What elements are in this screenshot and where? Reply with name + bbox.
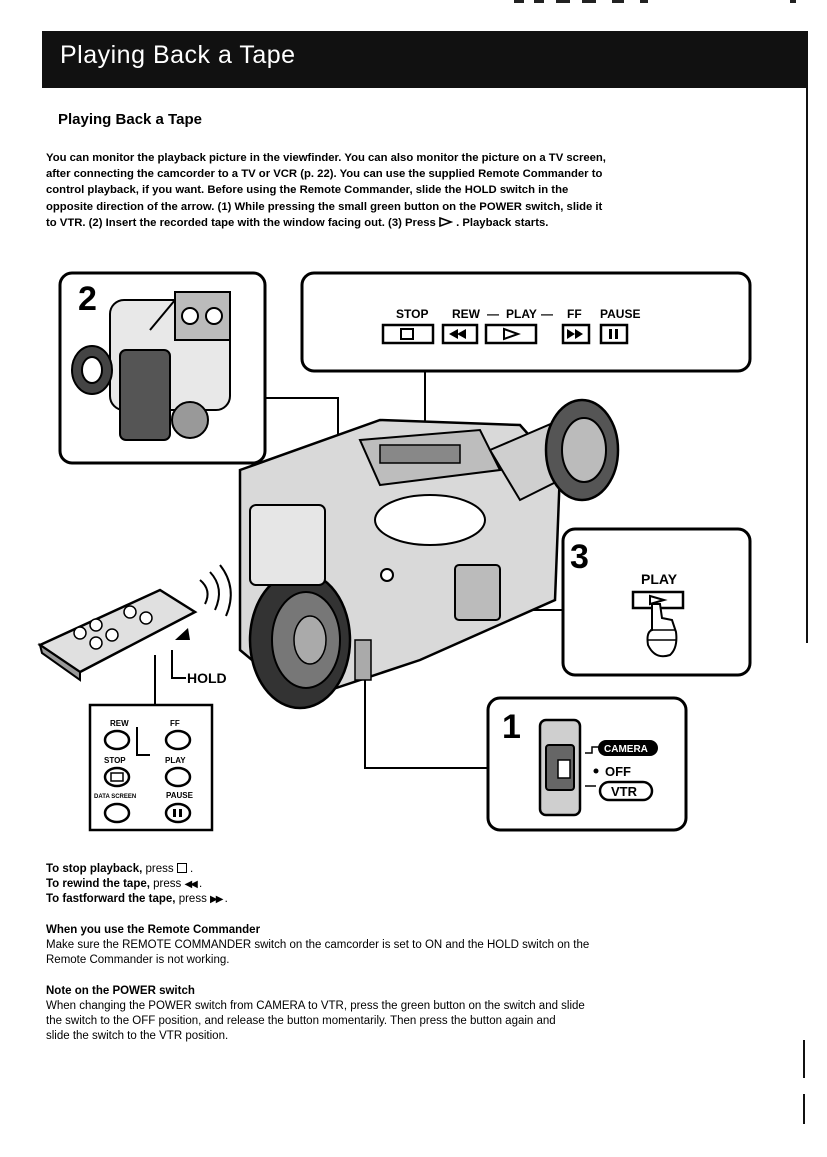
top-edge-mark [612, 0, 624, 3]
top-edge-mark [640, 0, 648, 3]
side-mark [803, 1040, 805, 1078]
power-note-line: slide the switch to the VTR position. [46, 1030, 229, 1042]
ff-label: FF [567, 307, 582, 321]
top-edge-mark [556, 0, 570, 3]
play-label: PLAY [506, 307, 537, 321]
power-note-line: the switch to the OFF position, and rele… [46, 1015, 556, 1027]
remote-ff-label: FF [170, 719, 180, 728]
instruction-ff-text: press [178, 893, 207, 905]
remote-data-screen-label: DATA SCREEN [94, 794, 136, 800]
intro-line: to VTR. (2) Insert the recorded tape wit… [46, 215, 766, 231]
remote-commander-illustration [37, 564, 232, 682]
remote-button-panel: REW FF STOP PLAY DATA SCREEN PAUSE [88, 703, 214, 832]
instruction-stop: To stop playback, press . [46, 863, 194, 875]
power-camera-label: CAMERA [604, 744, 648, 755]
top-edge-mark [514, 0, 524, 3]
power-note-heading: Note on the POWER switch [46, 985, 195, 997]
instructions: To stop playback, press . To rewind the … [46, 862, 776, 1044]
intro-line: control playback, if you want. Before us… [46, 184, 569, 197]
button-panel: STOP REW — PLAY — FF PAUSE [300, 271, 752, 373]
intro-line: after connecting the camcorder to a TV o… [46, 168, 603, 181]
remote-rew-label: REW [110, 719, 129, 728]
power-off-label: OFF [605, 764, 631, 779]
svg-text:—: — [541, 307, 553, 321]
svg-text:—: — [487, 307, 499, 321]
title-banner: Playing Back a Tape [42, 31, 807, 88]
intro-line: You can monitor the playback picture in … [46, 152, 606, 164]
step3-panel: 3 PLAY [561, 527, 752, 677]
remote-play-label: PLAY [165, 756, 186, 765]
camcorder-illustration [238, 398, 620, 710]
top-edge-mark [534, 0, 544, 3]
step2-panel: 2 [58, 271, 267, 465]
instruction-stop-bold: To stop playback, [46, 863, 143, 875]
step1-panel: 1 CAMERA OFF VTR [486, 696, 688, 832]
rewind-icon: ◀◀ [184, 879, 197, 890]
intro-paragraph: You can monitor the playback picture in … [46, 150, 766, 231]
instruction-rewind-text: press [153, 878, 182, 890]
instruction-stop-text: press [145, 863, 174, 875]
stop-label: STOP [396, 307, 428, 321]
step3-play-label: PLAY [641, 571, 678, 587]
power-vtr-label: VTR [611, 784, 638, 799]
page-rule [806, 31, 808, 643]
remote-note-heading: When you use the Remote Commander [46, 924, 261, 936]
banner-title: Playing Back a Tape [60, 41, 296, 69]
top-edge-mark [790, 0, 796, 3]
remote-stop-label: STOP [104, 756, 126, 765]
step1-number: 1 [502, 708, 521, 746]
top-edge-mark [582, 0, 596, 3]
pause-label: PAUSE [600, 307, 640, 321]
remote-note-line: Make sure the REMOTE COMMANDER switch on… [46, 939, 590, 951]
power-note-line: When changing the POWER switch from CAME… [46, 1000, 585, 1012]
section-heading: Playing Back a Tape [58, 111, 202, 128]
remote-note-line: Remote Commander is not working. [46, 954, 230, 966]
step2-number: 2 [78, 280, 97, 318]
rew-label: REW [452, 307, 481, 321]
intro-text: . Playback starts. [456, 216, 549, 229]
play-outline-icon [439, 216, 454, 227]
intro-line: opposite direction of the arrow. (1) Whi… [46, 200, 603, 213]
intro-text: to VTR. (2) Insert the recorded tape wit… [46, 216, 436, 229]
hold-label: HOLD [187, 670, 227, 686]
fastforward-icon: ▶▶ [210, 894, 223, 905]
instruction-rewind: To rewind the tape, press ◀◀ . [46, 878, 203, 890]
step3-number: 3 [570, 538, 589, 576]
side-mark [803, 1094, 805, 1124]
instruction-ff: To fastforward the tape, press ▶▶ . [46, 893, 228, 905]
instruction-rewind-bold: To rewind the tape, [46, 878, 150, 890]
stop-icon [176, 863, 187, 873]
instruction-ff-bold: To fastforward the tape, [46, 893, 176, 905]
remote-pause-label: PAUSE [166, 791, 194, 800]
